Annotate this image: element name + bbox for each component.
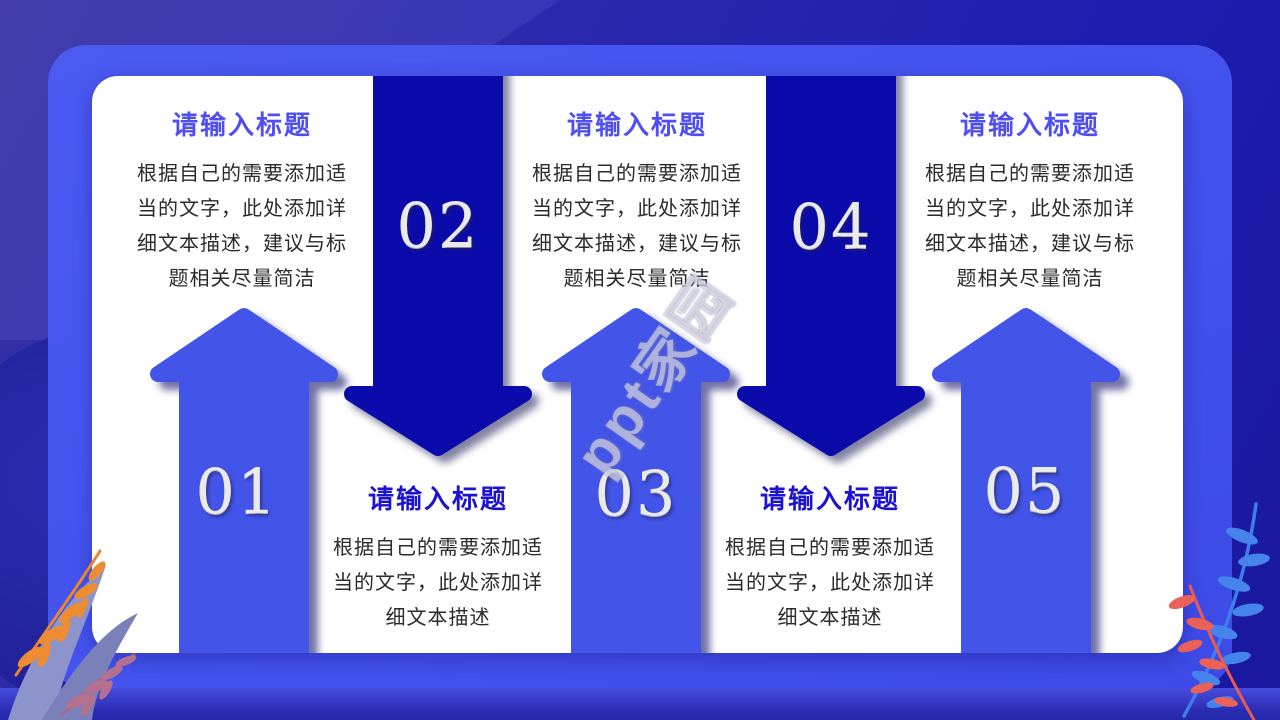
step-05-body-line: 根据自己的需要添加适: [925, 163, 1135, 185]
up-arrow-01: [150, 308, 338, 653]
step-03-body-line: 细文本描述，建议与标: [532, 233, 742, 255]
step-01-body-line: 当的文字，此处添加详: [137, 198, 347, 220]
up-arrow-05: [932, 308, 1120, 653]
step-03-body-line: 当的文字，此处添加详: [532, 198, 742, 220]
step-05-body-line: 当的文字，此处添加详: [925, 198, 1135, 220]
lavender-leaves-icon: [8, 565, 138, 720]
down-arrow-02: [344, 76, 532, 456]
orange-fern-icon: [14, 549, 106, 677]
step-01-text-block: 请输入标题 根据自己的需要添加适 当的文字，此处添加详 细文本描述，建议与标 题…: [122, 108, 362, 297]
step-number-05: 05: [983, 454, 1067, 527]
step-01-body-line: 根据自己的需要添加适: [137, 163, 347, 185]
step-number-01: 01: [195, 455, 279, 528]
step-03-title: 请输入标题: [566, 110, 707, 140]
step-number-04: 04: [789, 190, 873, 263]
desk-strip: [0, 688, 1280, 720]
down-arrow-04: [737, 76, 925, 456]
blue-fern-icon: [1182, 502, 1270, 718]
up-arrow-03: [542, 308, 730, 653]
step-05-body-line: 题相关尽量简洁: [956, 268, 1104, 290]
step-02-title: 请输入标题: [367, 484, 508, 514]
plant-left-decoration: [8, 549, 138, 720]
step-number-03: 03: [594, 457, 678, 530]
step-03-body-line: 根据自己的需要添加适: [532, 163, 742, 185]
step-04-body-line: 当的文字，此处添加详: [725, 572, 935, 594]
step-04-body-line: 细文本描述: [777, 607, 883, 629]
mauve-fern-icon: [60, 653, 137, 717]
step-03-body-line: 题相关尽量简洁: [563, 268, 711, 290]
step-05-body-line: 细文本描述，建议与标: [925, 233, 1135, 255]
step-04-title: 请输入标题: [759, 484, 900, 514]
arrows-graphic: [150, 76, 1120, 653]
step-number-02: 02: [396, 189, 480, 262]
step-02-body-line: 根据自己的需要添加适: [333, 537, 543, 559]
step-02-body-line: 当的文字，此处添加详: [333, 572, 543, 594]
step-04-text-block: 请输入标题 根据自己的需要添加适 当的文字，此处添加详 细文本描述: [710, 482, 950, 636]
step-01-title: 请输入标题: [171, 110, 312, 140]
step-05-text-block: 请输入标题 根据自己的需要添加适 当的文字，此处添加详 细文本描述，建议与标 题…: [910, 108, 1150, 297]
step-01-body-line: 题相关尽量简洁: [168, 268, 316, 290]
content-card: [92, 76, 1183, 653]
step-02-text-block: 请输入标题 根据自己的需要添加适 当的文字，此处添加详 细文本描述: [318, 482, 558, 636]
step-01-body-line: 细文本描述，建议与标: [137, 233, 347, 255]
step-03-text-block: 请输入标题 根据自己的需要添加适 当的文字，此处添加详 细文本描述，建议与标 题…: [517, 108, 757, 297]
step-04-body-line: 根据自己的需要添加适: [725, 537, 935, 559]
step-02-body-line: 细文本描述: [385, 607, 491, 629]
step-05-title: 请输入标题: [959, 110, 1100, 140]
plant-right-decoration: [1168, 502, 1270, 720]
coral-fern-icon: [1168, 584, 1256, 720]
